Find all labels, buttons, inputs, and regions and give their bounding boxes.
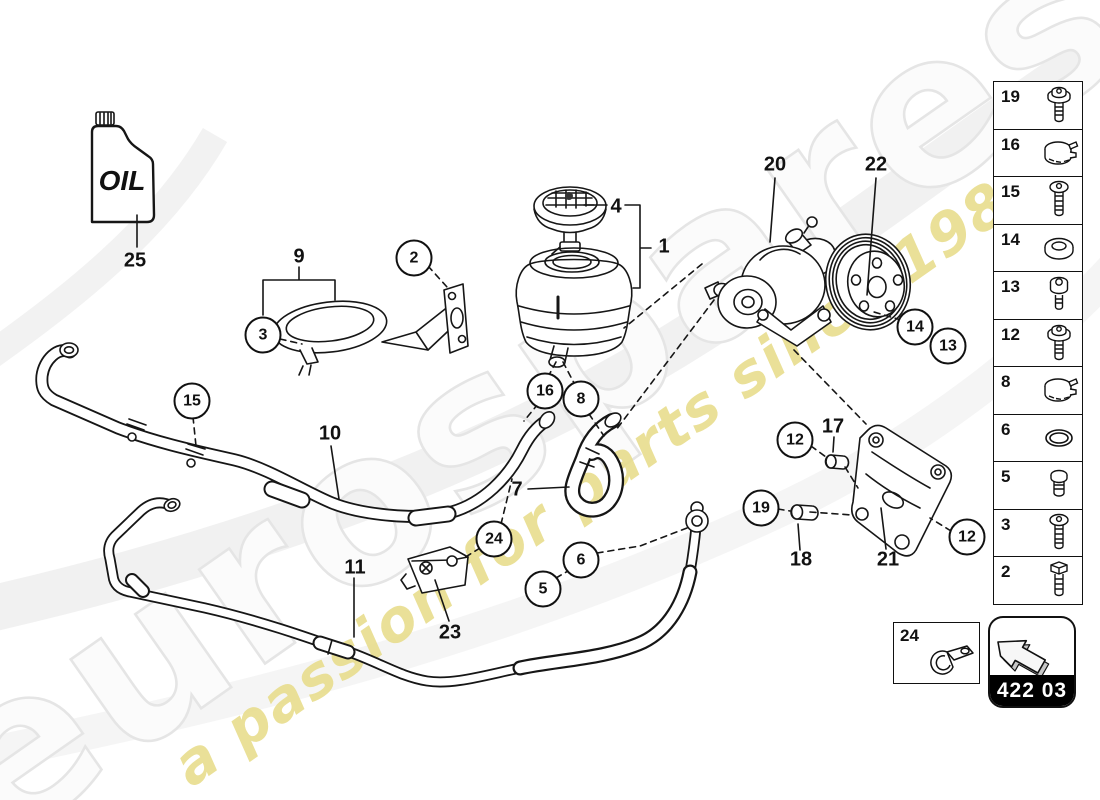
- callout-12[interactable]: 12: [948, 518, 986, 556]
- callout-11[interactable]: 11: [344, 556, 366, 579]
- hose-10-drawing: [35, 342, 556, 527]
- pipe-11-drawing: [103, 497, 702, 688]
- callout-10[interactable]: 10: [318, 422, 342, 445]
- sidebar-cell-2[interactable]: 2: [993, 557, 1083, 605]
- hose-clamp-icon: [1039, 131, 1079, 175]
- part-group-badge[interactable]: 422 03: [988, 616, 1076, 708]
- callout-25[interactable]: 25: [123, 249, 147, 272]
- oil-jug-drawing: OIL: [90, 111, 156, 224]
- sidebar-part-number: 3: [1001, 514, 1011, 534]
- sidebar-cell-5[interactable]: 5: [993, 462, 1083, 510]
- part-group-code: 422 03: [990, 675, 1074, 706]
- sidebar-cell-14[interactable]: 14: [993, 224, 1083, 272]
- leader-lines: [136, 177, 887, 638]
- flange-bolt-icon: [1039, 83, 1079, 127]
- callout-20[interactable]: 20: [763, 153, 787, 176]
- sidebar-part-number: 19: [1001, 87, 1020, 106]
- bracket-23-drawing: [400, 546, 469, 594]
- mount-bracket-drawing: [851, 424, 953, 557]
- pin-17-drawing: [824, 454, 850, 470]
- callout-23[interactable]: 23: [438, 621, 462, 644]
- sidebar-cell-3[interactable]: 3: [993, 509, 1083, 557]
- sidebar-cell-6[interactable]: 6: [993, 414, 1083, 462]
- hex-bolt-icon: [1039, 558, 1079, 602]
- callout-22[interactable]: 22: [864, 153, 888, 176]
- washer-icon: [1039, 226, 1079, 270]
- callout-2[interactable]: 2: [395, 239, 433, 277]
- callout-13[interactable]: 13: [929, 327, 967, 365]
- sidebar-part-number: 14: [1001, 229, 1020, 249]
- o-ring-icon: [1039, 416, 1079, 460]
- callout-16[interactable]: 16: [526, 372, 564, 410]
- callout-18[interactable]: 18: [789, 548, 813, 571]
- callout-15[interactable]: 15: [173, 382, 211, 420]
- short-bolt-icon: [1039, 463, 1079, 507]
- reservoir-drawing: [515, 186, 633, 368]
- pan-screw-icon: [1039, 178, 1079, 222]
- callout-3[interactable]: 3: [244, 316, 282, 354]
- callout-7[interactable]: 7: [511, 478, 523, 501]
- flange-bolt-icon: [1039, 321, 1079, 365]
- callout-24[interactable]: 24: [475, 520, 513, 558]
- callout-21[interactable]: 21: [876, 548, 900, 571]
- callout-19[interactable]: 19: [742, 489, 780, 527]
- hose-7-drawing: [564, 412, 625, 518]
- sidebar-cell-12[interactable]: 12: [993, 319, 1083, 367]
- sidebar-part-number: 8: [1001, 372, 1011, 391]
- sidebar-part-number: 6: [1001, 419, 1011, 439]
- sidebar-part-number: 2: [1001, 562, 1011, 581]
- sidebar-part-number: 15: [1001, 182, 1020, 201]
- pan-screw-icon: [1039, 511, 1079, 555]
- callout-14[interactable]: 14: [896, 308, 934, 346]
- sidebar-part-number: 5: [1001, 467, 1011, 486]
- sidebar-cell-19[interactable]: 19: [993, 81, 1083, 130]
- callout-8[interactable]: 8: [562, 380, 600, 418]
- banjo-fitting-drawing: [685, 501, 709, 533]
- callout-9[interactable]: 9: [293, 245, 305, 268]
- hose-clamp-icon: [1039, 368, 1079, 412]
- sidebar-part-number: 12: [1001, 324, 1020, 344]
- pipe-clip-icon: [921, 638, 977, 682]
- sidebar-part-number: 13: [1001, 277, 1020, 296]
- sidebar-part-number: 16: [1001, 134, 1020, 154]
- callout-12[interactable]: 12: [776, 421, 814, 459]
- clip-part-box[interactable]: 24: [893, 622, 980, 684]
- clamp-bracket-drawing: [272, 283, 469, 376]
- arrow-up-left-icon: [997, 639, 1050, 678]
- callout-6[interactable]: 6: [562, 541, 600, 579]
- callout-4[interactable]: 4: [610, 195, 622, 218]
- sidebar-cell-16[interactable]: 16: [993, 129, 1083, 177]
- sidebar-cell-15[interactable]: 15: [993, 177, 1083, 225]
- callout-5[interactable]: 5: [524, 570, 562, 608]
- sidebar-cell-8[interactable]: 8: [993, 367, 1083, 415]
- clip-part-number: 24: [900, 626, 919, 645]
- socket-bolt-icon: [1039, 273, 1079, 317]
- callout-1[interactable]: 1: [658, 235, 670, 258]
- sidebar-cell-13[interactable]: 13: [993, 272, 1083, 320]
- oil-label: OIL: [99, 165, 146, 196]
- pump-drawing: [704, 216, 837, 347]
- callout-17[interactable]: 17: [821, 415, 845, 438]
- pin-18-drawing: [790, 504, 819, 521]
- fastener-sidebar: 19 16 15 14 13 12 8 6 5 3 2: [993, 81, 1083, 605]
